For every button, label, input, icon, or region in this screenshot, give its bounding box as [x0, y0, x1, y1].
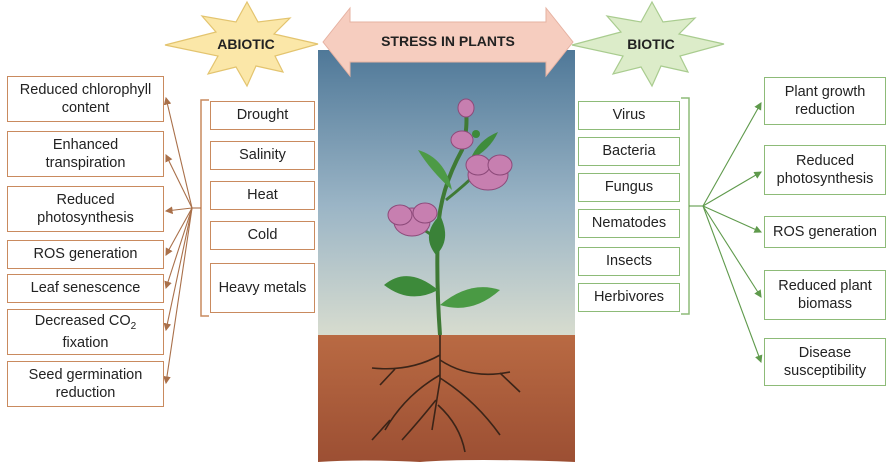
biotic-fan-arrows	[689, 103, 761, 362]
abiotic-effect-seed-germination: Seed germination reduction	[7, 361, 164, 407]
biotic-effect-growth-reduction: Plant growth reduction	[764, 77, 886, 125]
biotic-effect-reduced-photosynthesis: Reduced photosynthesis	[764, 145, 886, 195]
abiotic-effect-leaf-senescence: Leaf senescence	[7, 274, 164, 303]
stress-title: STRESS IN PLANTS	[350, 33, 546, 49]
biotic-bracket	[681, 98, 689, 314]
co2-fixation-text: Decreased CO2 fixation	[35, 312, 136, 352]
abiotic-stress-cold: Cold	[210, 221, 315, 250]
abiotic-stress-heat: Heat	[210, 181, 315, 210]
abiotic-effect-decreased-co2-fixation: Decreased CO2 fixation	[7, 309, 164, 355]
plant-painting	[318, 50, 575, 462]
biotic-effect-reduced-biomass: Reduced plant biomass	[764, 270, 886, 320]
abiotic-fan-arrows	[166, 98, 201, 383]
biotic-effect-disease-susceptibility: Disease susceptibility	[764, 338, 886, 386]
biotic-stress-nematodes: Nematodes	[578, 209, 680, 238]
abiotic-effect-ros-generation: ROS generation	[7, 240, 164, 269]
biotic-label: BIOTIC	[605, 36, 697, 52]
abiotic-effect-reduced-photosynthesis: Reduced photosynthesis	[7, 186, 164, 232]
abiotic-stress-heavy-metals: Heavy metals	[210, 263, 315, 313]
biotic-stress-herbivores: Herbivores	[578, 283, 680, 312]
abiotic-stress-salinity: Salinity	[210, 141, 315, 170]
abiotic-stress-drought: Drought	[210, 101, 315, 130]
abiotic-bracket	[201, 100, 209, 316]
abiotic-effect-enhanced-transpiration: Enhanced transpiration	[7, 131, 164, 177]
biotic-stress-bacteria: Bacteria	[578, 137, 680, 166]
biotic-stress-fungus: Fungus	[578, 173, 680, 202]
biotic-stress-insects: Insects	[578, 247, 680, 276]
biotic-effect-ros-generation: ROS generation	[764, 216, 886, 248]
biotic-stress-virus: Virus	[578, 101, 680, 130]
abiotic-label: ABIOTIC	[200, 36, 292, 52]
abiotic-effect-reduced-chlorophyll: Reduced chlorophyll content	[7, 76, 164, 122]
